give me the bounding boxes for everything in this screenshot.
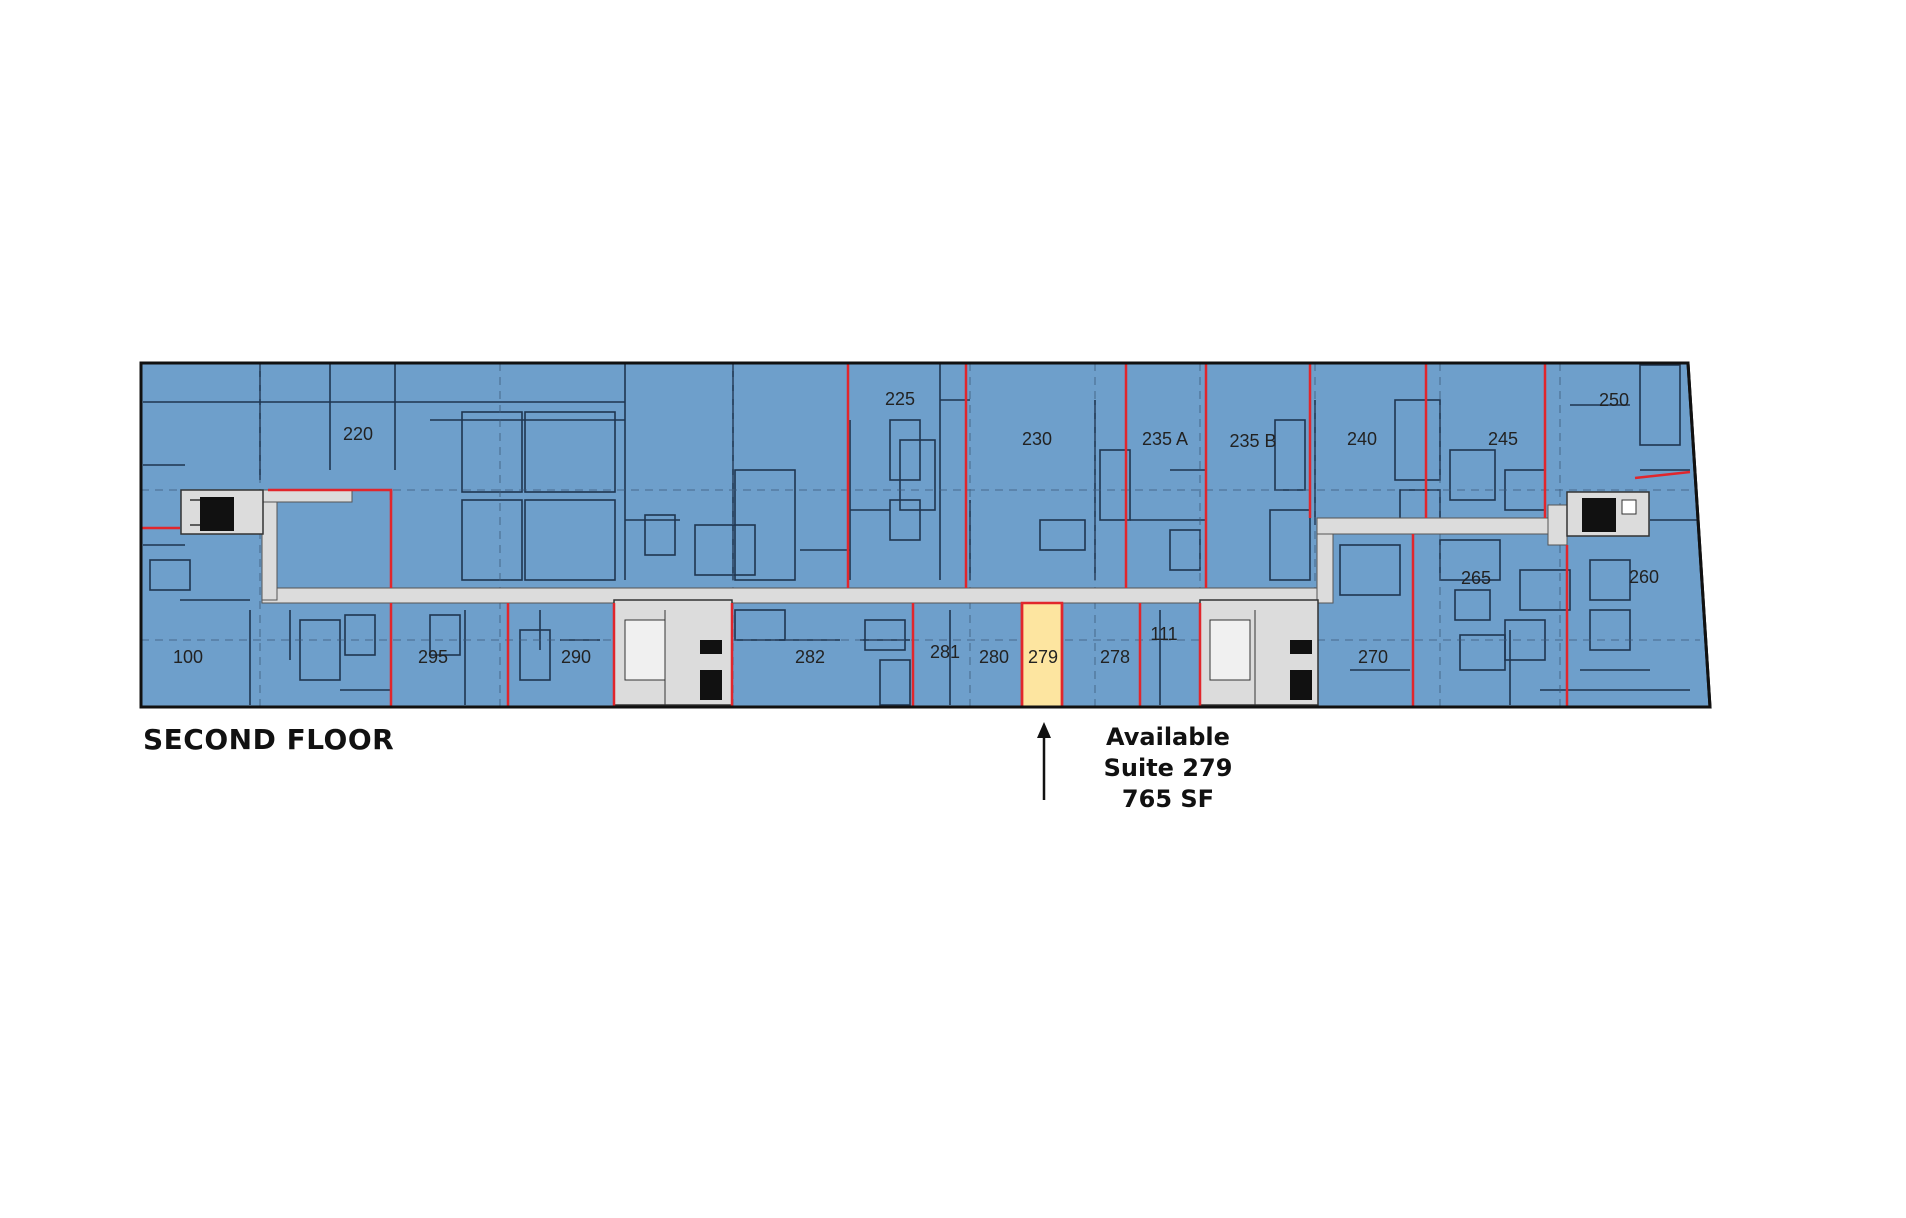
suite-230-label: 230 (1022, 429, 1052, 449)
suite-295-label: 295 (418, 647, 448, 667)
suite-279-label: 279 (1028, 647, 1058, 667)
availability-callout: Available Suite 279 765 SF (1058, 722, 1278, 815)
callout-area: 765 SF (1121, 785, 1215, 813)
suite-225-label: 225 (885, 389, 915, 409)
suite-235a-label: 235 A (1142, 429, 1188, 449)
callout-suite: Suite 279 (1103, 754, 1233, 782)
floor-title: SECOND FLOOR (143, 723, 395, 756)
suite-270-label: 270 (1358, 647, 1388, 667)
suite-111-label: 111 (1150, 624, 1177, 644)
callout-arrow (1037, 722, 1051, 800)
suite-278-label: 278 (1100, 647, 1130, 667)
suite-250-label: 250 (1599, 390, 1629, 410)
suite-281-label: 281 (930, 642, 960, 662)
demising-lines (141, 363, 1691, 707)
restroom-core-1 (613, 599, 733, 706)
suite-245-label: 245 (1488, 429, 1518, 449)
suite-260-label: 260 (1629, 567, 1659, 587)
suite-labels: 220 225 230 235 A 235 B 240 245 250 260 … (173, 389, 1659, 667)
building-outline (139, 361, 1712, 709)
corridor (261, 489, 1568, 604)
core-east (1566, 491, 1650, 537)
suite-265-label: 265 (1461, 568, 1491, 588)
suite-282-label: 282 (795, 647, 825, 667)
callout-status: Available (1106, 723, 1230, 751)
suite-240-label: 240 (1347, 429, 1377, 449)
building-footprint (139, 361, 1712, 709)
core-west (180, 489, 264, 535)
suite-220-label: 220 (343, 424, 373, 444)
restroom-core-2 (1199, 599, 1319, 706)
suite-290-label: 290 (561, 647, 591, 667)
suite-280-label: 280 (979, 647, 1009, 667)
suite-100-label: 100 (173, 647, 203, 667)
suite-235b-label: 235 B (1229, 431, 1276, 451)
